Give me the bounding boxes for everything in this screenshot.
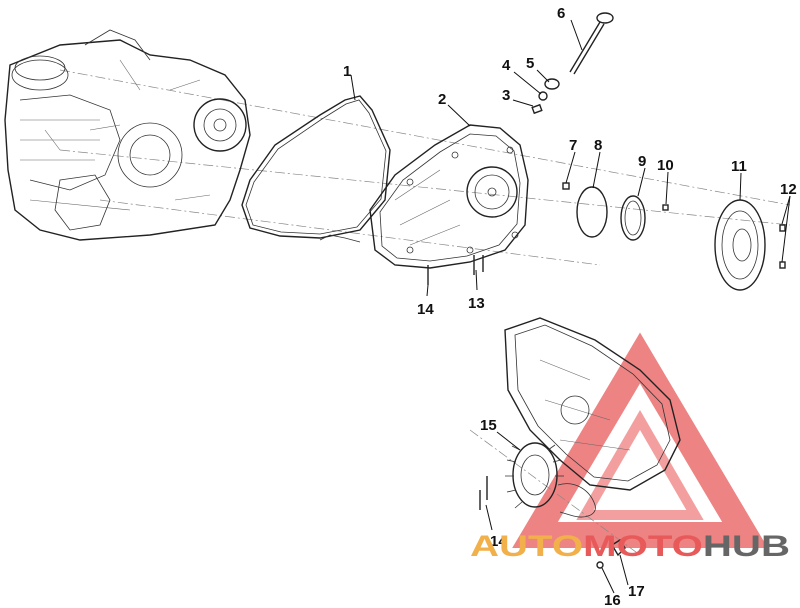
gasket: [241, 95, 391, 243]
callout-14-upper: 14: [417, 301, 434, 318]
callout-1: 1: [343, 63, 351, 80]
stator: [505, 442, 596, 518]
callout-labels: 1 2 3 4 5 6 7 8 9 10 11 12 13 14 14 15 1…: [343, 5, 797, 608]
callout-12: 12: [780, 181, 797, 198]
engine-block: [4, 29, 251, 241]
hardware-16-17: [596, 539, 626, 569]
watermark-hub: HUB: [703, 530, 790, 563]
callout-13: 13: [468, 295, 485, 312]
callout-2: 2: [438, 91, 446, 108]
callout-17: 17: [628, 583, 645, 600]
watermark-triangle-logo: [512, 332, 768, 548]
callout-14-lower: 14: [490, 533, 507, 550]
small-hardware-3-4-5: [531, 78, 560, 115]
callout-5: 5: [526, 55, 534, 72]
watermark-moto: MOTO: [583, 530, 703, 563]
watermark-auto: AUTO: [470, 530, 583, 563]
callout-16: 16: [604, 592, 621, 608]
callout-9: 9: [638, 153, 646, 170]
callout-3: 3: [502, 87, 510, 104]
callout-11: 11: [731, 158, 747, 175]
callout-6: 6: [557, 5, 565, 22]
primary-cover: [369, 124, 529, 269]
hardware-7-10: [562, 182, 669, 241]
callout-15: 15: [480, 417, 497, 434]
shaft-part: [569, 12, 614, 75]
callout-8: 8: [594, 137, 602, 154]
inspection-cover: [714, 199, 766, 291]
lower-housing: [504, 317, 681, 491]
callout-7: 7: [569, 137, 577, 154]
callout-10: 10: [657, 157, 674, 174]
leader-lines: [350, 19, 791, 594]
callout-4: 4: [502, 57, 511, 74]
bolts-13-14: [427, 255, 488, 510]
